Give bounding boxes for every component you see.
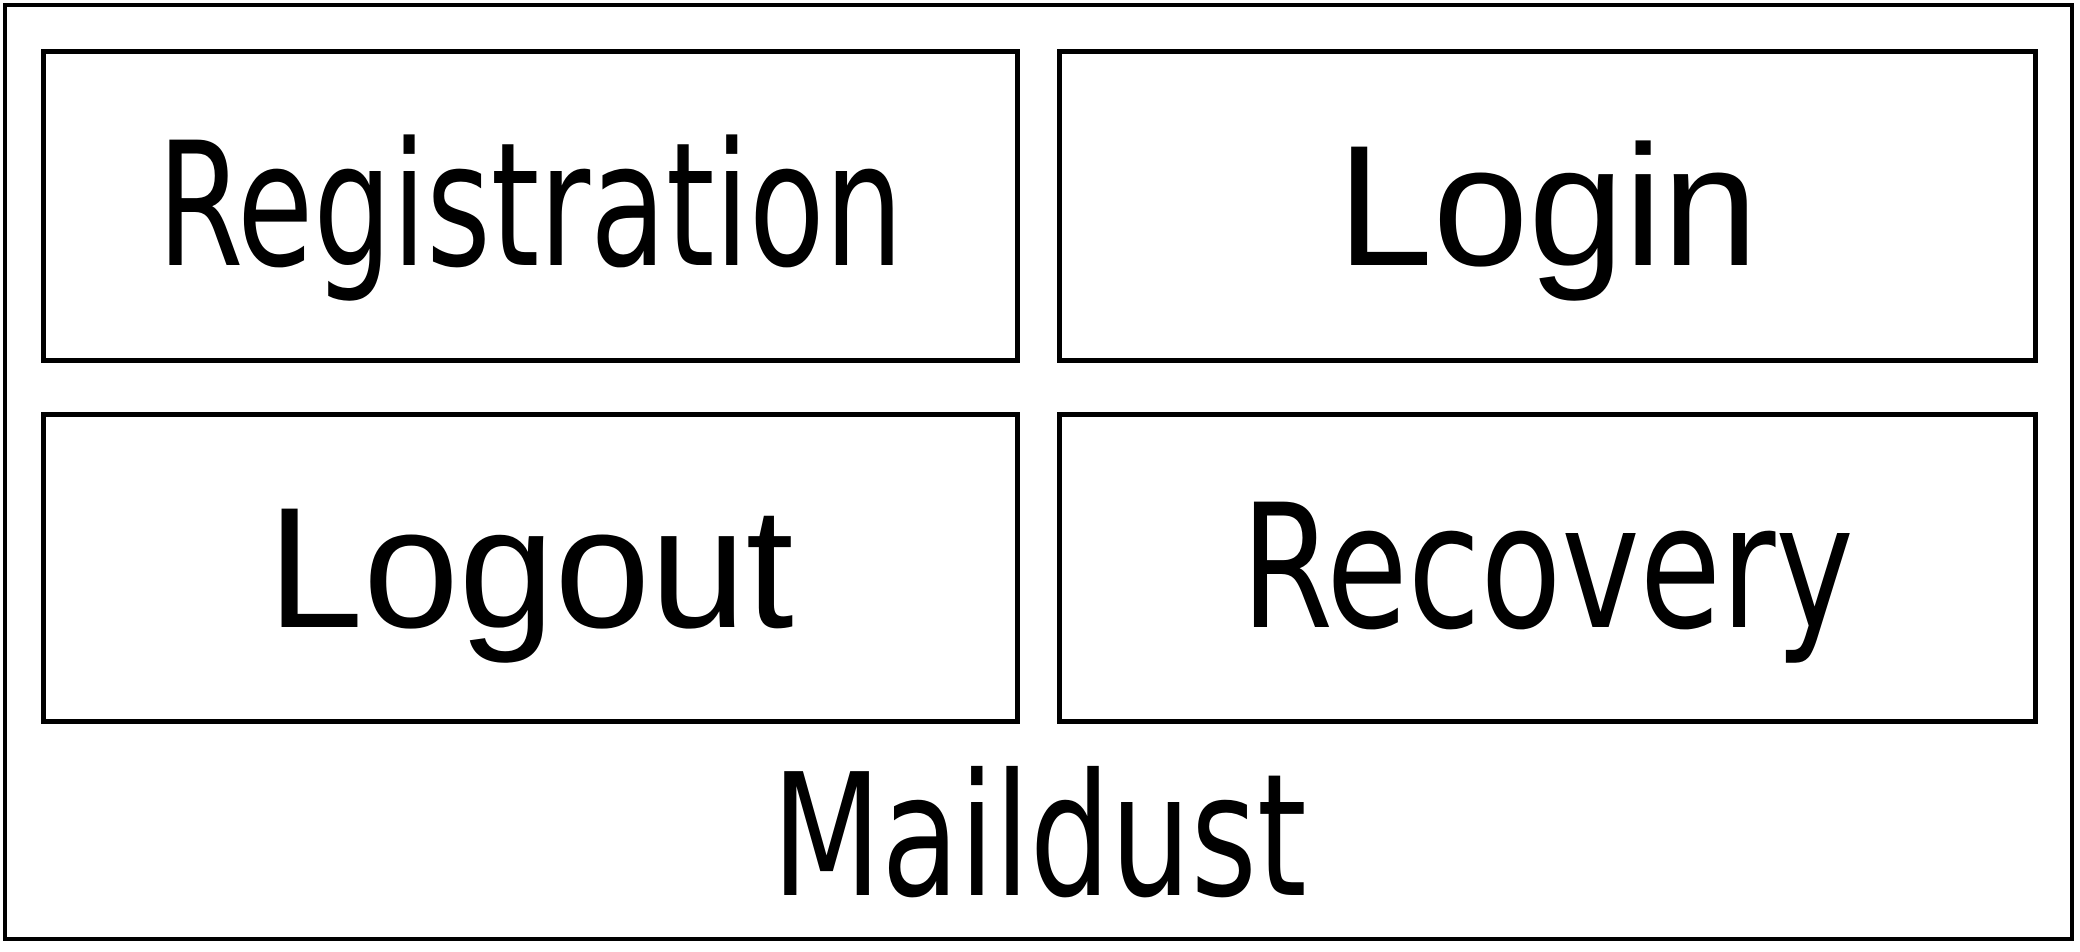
outer-frame: Registration Login Logout Recovery Maild… [3, 3, 2074, 941]
nav-box-recovery[interactable]: Recovery [1057, 412, 2038, 724]
nav-box-login[interactable]: Login [1057, 49, 2038, 363]
nav-label-login: Login [1337, 110, 1758, 302]
nav-box-logout[interactable]: Logout [41, 412, 1020, 724]
nav-label-recovery: Recovery [1241, 467, 1854, 668]
brand-footer: Maildust [41, 742, 2038, 932]
nav-box-registration[interactable]: Registration [41, 49, 1020, 363]
nav-label-registration: Registration [157, 105, 904, 306]
brand-label: Maildust [772, 742, 1307, 932]
nav-label-logout: Logout [267, 472, 794, 664]
